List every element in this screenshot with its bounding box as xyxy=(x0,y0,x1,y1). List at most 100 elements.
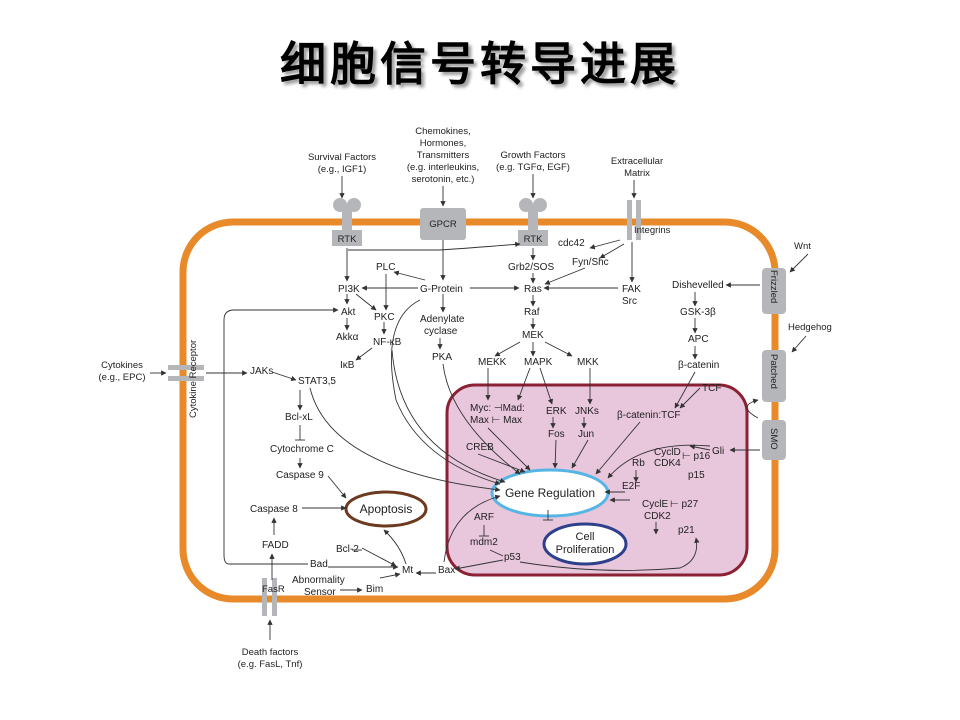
svg-text:Abnormality: Abnormality xyxy=(292,575,345,586)
svg-text:Bcl-xL: Bcl-xL xyxy=(285,412,313,423)
svg-text:Caspase 8: Caspase 8 xyxy=(250,504,298,515)
svg-text:cdc42: cdc42 xyxy=(558,238,585,249)
svg-text:FAK: FAK xyxy=(622,284,641,295)
svg-text:β-catenin: β-catenin xyxy=(678,360,719,371)
svg-text:MKK: MKK xyxy=(577,357,599,368)
svg-text:JAKs: JAKs xyxy=(250,366,273,377)
apoptosis-label: Apoptosis xyxy=(360,502,413,516)
svg-text:MAPK: MAPK xyxy=(524,357,553,368)
svg-text:ERK: ERK xyxy=(546,406,567,417)
svg-text:mdm2: mdm2 xyxy=(470,537,498,548)
svg-text:Matrix: Matrix xyxy=(624,168,650,179)
svg-text:(e.g. TGFα, EGF): (e.g. TGFα, EGF) xyxy=(496,162,570,173)
frizzled-label: Frizzled xyxy=(768,270,779,303)
svg-text:PI3K: PI3K xyxy=(338,284,360,295)
svg-text:APC: APC xyxy=(688,334,709,345)
rtk-receptor-right: RTK xyxy=(518,198,548,246)
svg-text:⊢ p16: ⊢ p16 xyxy=(682,451,711,462)
svg-text:Ras: Ras xyxy=(524,284,542,295)
svg-text:Sensor: Sensor xyxy=(304,587,336,598)
gene-regulation-label: Gene Regulation xyxy=(505,486,595,500)
svg-text:serotonin, etc.): serotonin, etc.) xyxy=(412,174,475,185)
svg-text:(e.g., EPC): (e.g., EPC) xyxy=(99,372,146,383)
svg-text:IκB: IκB xyxy=(340,360,355,371)
integrins-label: Integrins xyxy=(634,225,671,236)
gpcr-receptor: GPCR xyxy=(420,208,466,240)
svg-text:Chemokines,: Chemokines, xyxy=(415,126,470,137)
external-signals: Survival Factors (e.g., IGF1) Chemokines… xyxy=(99,126,832,670)
svg-text:TCF: TCF xyxy=(702,383,721,394)
svg-text:Transmitters: Transmitters xyxy=(417,150,470,161)
svg-text:GSK-3β: GSK-3β xyxy=(680,307,716,318)
svg-text:MEKK: MEKK xyxy=(478,357,507,368)
svg-text:Gli: Gli xyxy=(712,446,724,457)
svg-text:p21: p21 xyxy=(678,525,695,536)
svg-text:Fos: Fos xyxy=(548,429,565,440)
svg-text:E2F: E2F xyxy=(622,481,640,492)
patched-label: Patched xyxy=(768,354,779,389)
svg-text:⊢ p27: ⊢ p27 xyxy=(670,499,699,510)
svg-text:Wnt: Wnt xyxy=(794,241,811,252)
patched-receptor: Patched xyxy=(762,350,786,402)
svg-text:(e.g., IGF1): (e.g., IGF1) xyxy=(318,164,367,175)
svg-text:p53: p53 xyxy=(504,552,521,563)
svg-text:p15: p15 xyxy=(688,470,705,481)
nucleus-nodes: Myc: ⊣Mad: Max ⊢ Max CREB ERK Fos JNKs J… xyxy=(466,403,724,563)
rtk-label-right: RTK xyxy=(524,234,543,245)
svg-text:Adenylate: Adenylate xyxy=(420,314,465,325)
svg-text:JNKs: JNKs xyxy=(575,406,599,417)
smo-label: SMO xyxy=(768,428,779,450)
svg-text:Akt: Akt xyxy=(341,307,356,318)
svg-text:Mt: Mt xyxy=(402,565,413,576)
cytokine-receptor-label: Cytokine Receptor xyxy=(188,340,199,418)
svg-text:Bcl-2: Bcl-2 xyxy=(336,544,359,555)
svg-text:Src: Src xyxy=(622,296,637,307)
slide-title: 细胞信号转导进展 xyxy=(280,37,680,91)
apoptosis-oval: Apoptosis xyxy=(344,490,428,528)
svg-text:PKA: PKA xyxy=(432,352,452,363)
svg-text:G-Protein: G-Protein xyxy=(420,284,463,295)
pathway-arrows xyxy=(150,174,809,640)
svg-text:PLC: PLC xyxy=(376,262,395,273)
svg-text:CyclD: CyclD xyxy=(654,447,681,458)
svg-text:β-catenin:TCF: β-catenin:TCF xyxy=(617,410,681,421)
svg-text:Fyn/Shc: Fyn/Shc xyxy=(572,257,609,268)
gene-regulation-oval: Gene Regulation xyxy=(490,468,610,518)
frizzled-receptor: Frizzled xyxy=(762,268,786,314)
svg-text:CyclE: CyclE xyxy=(642,499,668,510)
rtk-receptor-left: RTK xyxy=(332,198,362,246)
svg-text:Raf: Raf xyxy=(524,307,540,318)
svg-text:(e.g. FasL, Tnf): (e.g. FasL, Tnf) xyxy=(238,659,303,670)
svg-text:Growth Factors: Growth Factors xyxy=(501,150,566,161)
cell-proliferation-oval: Cell Proliferation xyxy=(542,522,628,566)
svg-text:Dishevelled: Dishevelled xyxy=(672,280,724,291)
svg-text:Bad: Bad xyxy=(310,559,328,570)
svg-text:CDK4: CDK4 xyxy=(654,458,681,469)
svg-text:FADD: FADD xyxy=(262,540,289,551)
gpcr-label: GPCR xyxy=(429,219,457,230)
proliferation-label: Proliferation xyxy=(556,544,615,556)
svg-text:Bax: Bax xyxy=(438,565,455,576)
svg-text:Cytochrome C: Cytochrome C xyxy=(270,444,334,455)
svg-text:Jun: Jun xyxy=(578,429,594,440)
svg-text:Cytokines: Cytokines xyxy=(101,360,143,371)
svg-text:CDK2: CDK2 xyxy=(644,511,671,522)
svg-text:Caspase 9: Caspase 9 xyxy=(276,470,324,481)
svg-text:MEK: MEK xyxy=(522,330,544,341)
svg-text:Bim: Bim xyxy=(366,584,383,595)
cytokine-receptor: Cytokine Receptor xyxy=(168,340,204,418)
fasr-receptor: FasR xyxy=(262,578,285,616)
fasr-label: FasR xyxy=(262,584,285,595)
smo-receptor: SMO xyxy=(762,420,786,460)
svg-text:Hormones,: Hormones, xyxy=(420,138,466,149)
svg-text:STAT3,5: STAT3,5 xyxy=(298,376,336,387)
svg-text:Hedgehog: Hedgehog xyxy=(788,322,832,333)
svg-text:Myc: ⊣Mad:: Myc: ⊣Mad: xyxy=(470,403,525,414)
rtk-label-left: RTK xyxy=(338,234,357,245)
svg-text:Max ⊢ Max: Max ⊢ Max xyxy=(470,415,522,426)
cytoplasm-nodes: PI3K Akt Akkα PLC PKC NF-κB IκB G-Protei… xyxy=(250,238,724,598)
svg-text:Extracellular: Extracellular xyxy=(611,156,663,167)
svg-text:Grb2/SOS: Grb2/SOS xyxy=(508,262,554,273)
svg-text:CREB: CREB xyxy=(466,442,494,453)
